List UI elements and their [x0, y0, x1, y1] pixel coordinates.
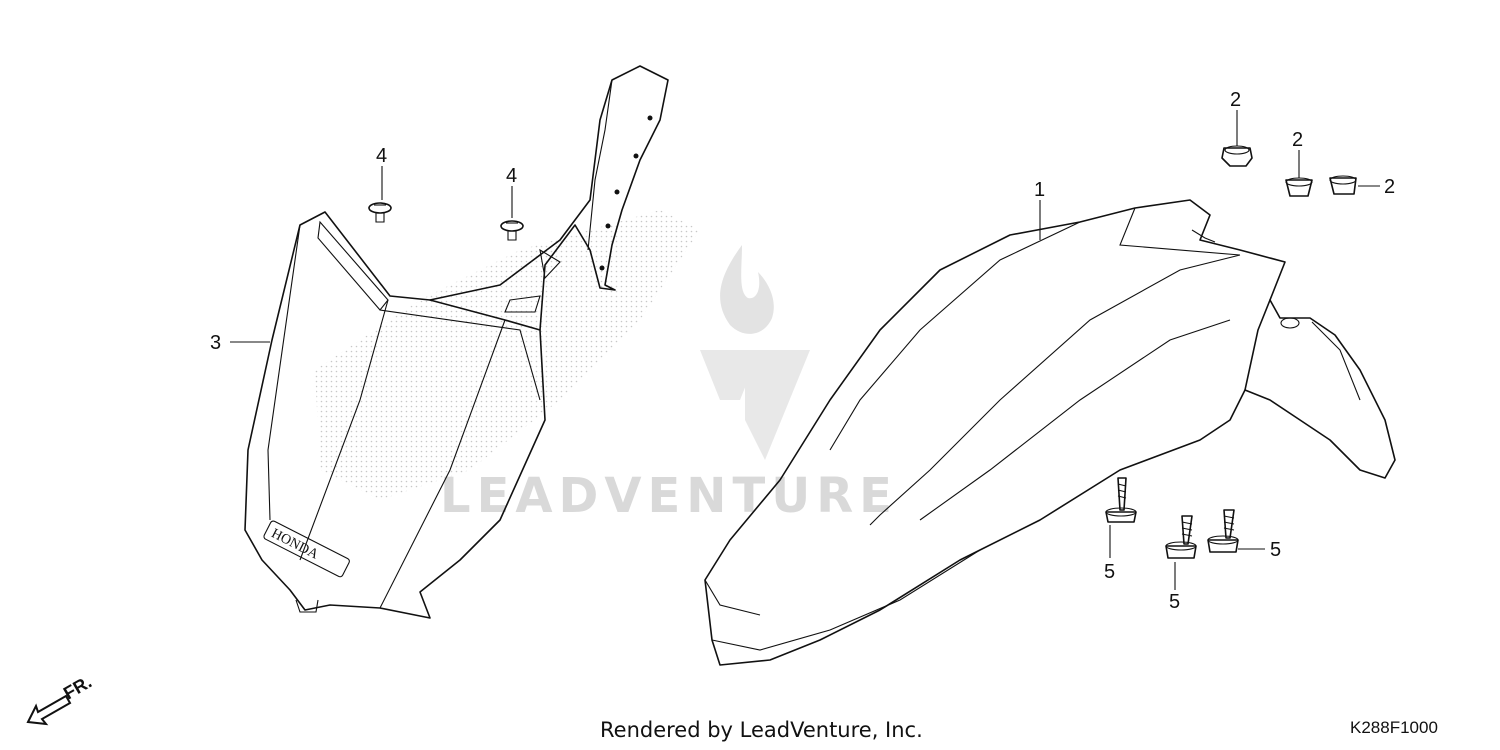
- watermark-flame-icon: [720, 245, 774, 334]
- callouts: 1 2 2 2 3 4 4 5 5 5: [210, 89, 1395, 613]
- callout-2: 2: [1230, 89, 1241, 111]
- callout-5: 5: [1169, 591, 1180, 613]
- watermark: LEADVENTURE: [315, 210, 898, 524]
- part-5-bolt-c: [1207, 509, 1239, 553]
- callout-5: 5: [1270, 539, 1281, 561]
- part-5-bolt-b: [1165, 515, 1197, 559]
- callout-2: 2: [1292, 129, 1303, 151]
- callout-5: 5: [1104, 561, 1115, 583]
- direction-label: FR.: [60, 672, 95, 704]
- part-4-screw-b: [500, 220, 524, 241]
- watermark-v-icon: [700, 350, 810, 460]
- leader-lines: [230, 110, 1380, 590]
- callout-2: 2: [1384, 176, 1395, 198]
- front-direction-indicator: FR.: [26, 672, 95, 726]
- part-4-screw-a: [368, 202, 392, 223]
- watermark-dotted-wing: [315, 210, 700, 500]
- arrow-icon: [26, 694, 72, 726]
- callout-4: 4: [506, 165, 517, 187]
- diagram-code: K288F1000: [1350, 718, 1438, 737]
- honda-emblem: HONDA: [263, 520, 350, 578]
- footer-text: Rendered by LeadVenture, Inc.: [600, 718, 923, 742]
- part-2-nut-c: [1329, 175, 1357, 195]
- part-5-bolt-a: [1105, 477, 1137, 523]
- watermark-text: LEADVENTURE: [440, 468, 898, 524]
- part-2-nut-a: [1221, 145, 1253, 167]
- part-1-front-fender: [704, 199, 1396, 666]
- callout-4: 4: [376, 145, 387, 167]
- part-2-nut-b: [1285, 177, 1313, 197]
- callout-1: 1: [1034, 179, 1045, 201]
- callout-3: 3: [210, 332, 221, 354]
